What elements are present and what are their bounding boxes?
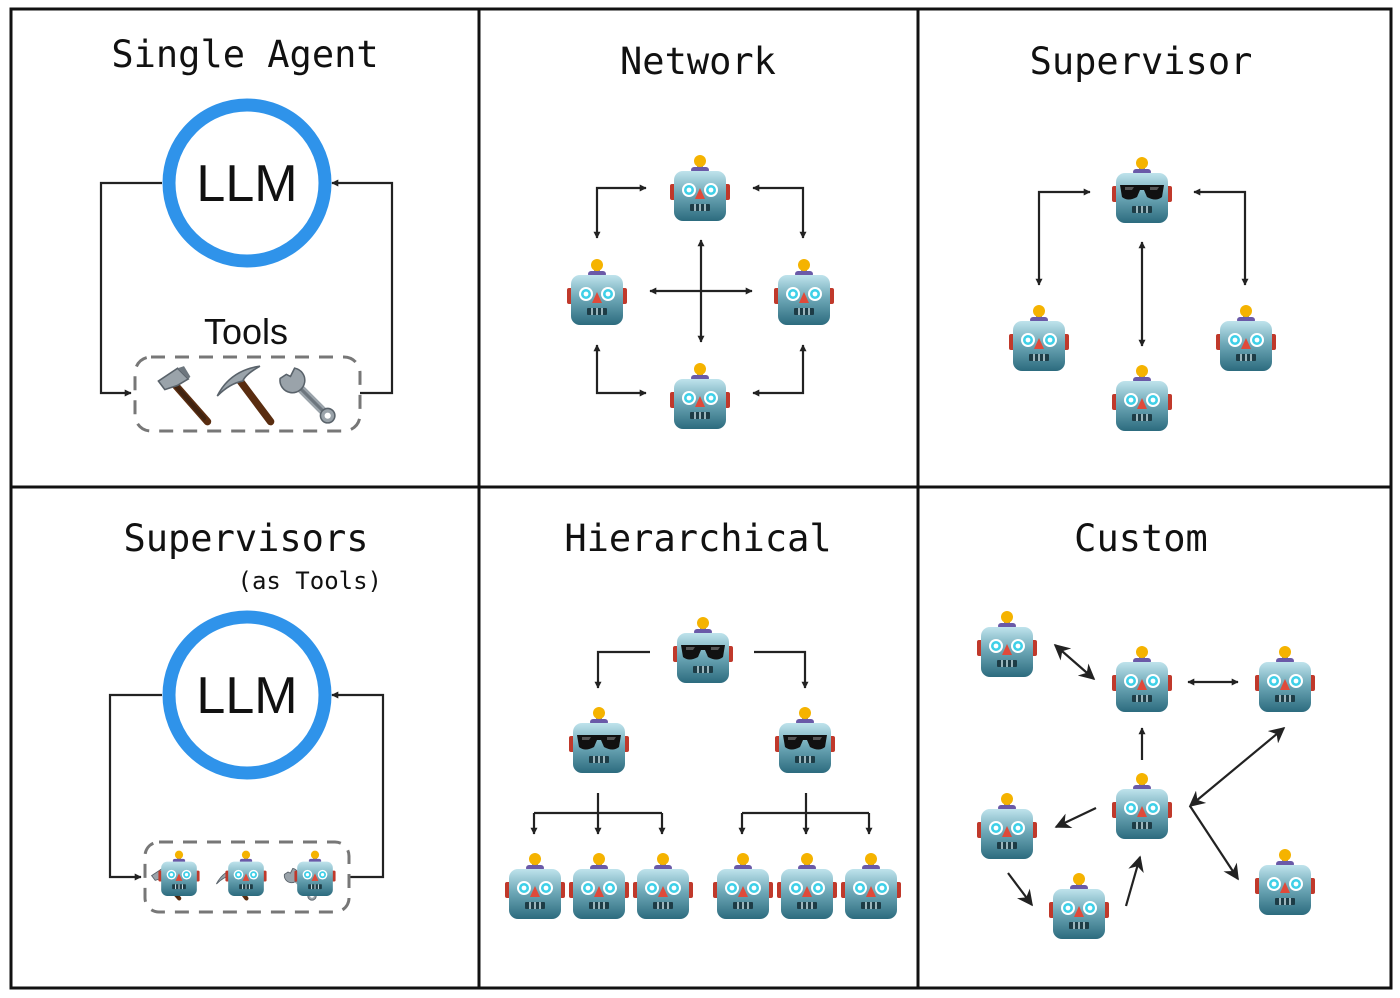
robot-icon (1254, 848, 1316, 916)
robot-with-sunglasses-icon (672, 616, 734, 684)
tools-label: Tools (204, 311, 288, 352)
bidirectional-arrow (752, 344, 807, 397)
arrow (1054, 807, 1097, 829)
panel-supervisor: Supervisor (1008, 40, 1277, 432)
panel-single-agent: Single Agent LLM Tools (99, 33, 394, 433)
robot-icon (294, 850, 336, 897)
tools-box (143, 840, 351, 914)
robot-icon (632, 852, 694, 920)
robot-icon (1215, 304, 1277, 372)
panel-subtitle: (as Tools) (238, 567, 383, 595)
robot-icon (225, 850, 267, 897)
robot-icon (1008, 304, 1070, 372)
robot-with-sunglasses-icon (774, 706, 836, 774)
robot-with-sunglasses-icon (1111, 156, 1173, 224)
robot-icon (568, 852, 630, 920)
robot-icon (1048, 872, 1110, 940)
arrow-tools-to-llm (331, 179, 394, 395)
panel-custom: Custom (976, 517, 1316, 940)
robot-icon (669, 362, 731, 430)
panel-title: Single Agent (111, 33, 378, 76)
grid-frame (9, 7, 1393, 990)
arrow (1124, 855, 1144, 907)
tools-box (133, 355, 362, 433)
pick-icon (217, 366, 270, 421)
bidirectional-arrow (1188, 726, 1286, 808)
robot-icon (1111, 364, 1173, 432)
robot-icon (712, 852, 774, 920)
llm-label: LLM (196, 155, 297, 213)
bidirectional-arrow (593, 344, 647, 397)
arrow-llm-to-tools (99, 181, 162, 397)
robot-icon (669, 154, 731, 222)
arrow-llm-to-tools (108, 693, 162, 881)
llm-label: LLM (196, 667, 297, 725)
robot-icon (158, 850, 200, 897)
robot-icon (773, 258, 835, 326)
robot-icon (840, 852, 902, 920)
panel-title: Hierarchical (564, 517, 831, 560)
hammer-icon (158, 366, 207, 421)
arrow-tools-to-llm (331, 691, 385, 879)
robot-icon (1254, 645, 1316, 713)
panel-title: Supervisors (123, 517, 368, 560)
arrow (1189, 805, 1239, 881)
arrow (594, 650, 650, 689)
robot-icon (504, 852, 566, 920)
robot-icon (976, 610, 1038, 678)
bidirectional-arrow (1193, 188, 1249, 286)
robot-with-sunglasses-icon (568, 706, 630, 774)
bidirectional-arrow (752, 184, 807, 239)
robot-icon (1111, 645, 1173, 713)
arrow (1007, 872, 1033, 907)
robot-icon (976, 792, 1038, 860)
bidirectional-arrow (593, 184, 647, 239)
panel-title: Custom (1074, 517, 1208, 560)
robot-icon (776, 852, 838, 920)
bidirectional-arrow (1053, 643, 1096, 681)
panel-supervisors-as-tools: Supervisors (as Tools) LLM (108, 517, 385, 914)
robot-icon (1111, 772, 1173, 840)
robot-icon (566, 258, 628, 326)
panel-title: Supervisor (1030, 40, 1253, 83)
llm-ring (162, 610, 332, 780)
llm-ring (162, 98, 332, 268)
left-team-arrows (530, 793, 666, 835)
bidirectional-arrow (1035, 188, 1091, 286)
panel-hierarchical: Hierarchical (504, 517, 902, 920)
panel-network: Network (566, 40, 835, 430)
panel-title: Network (620, 40, 776, 83)
arrow (754, 650, 809, 689)
right-team-arrows (738, 793, 873, 835)
wrench-icon (280, 368, 335, 423)
